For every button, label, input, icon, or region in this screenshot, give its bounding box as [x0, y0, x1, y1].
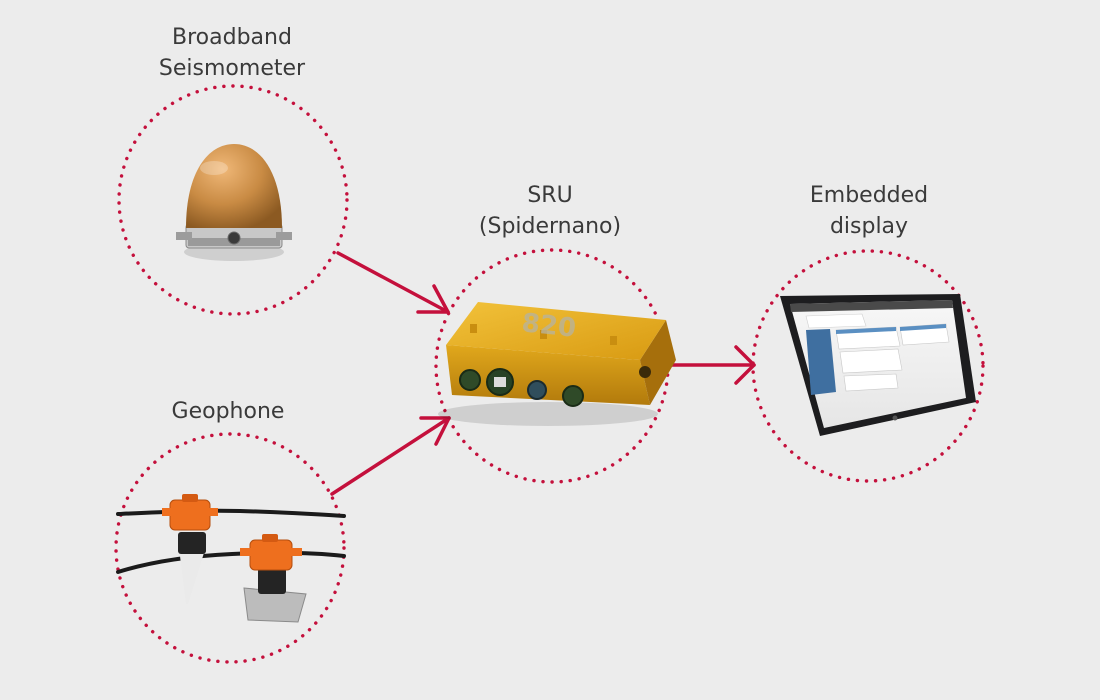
display-label-line-2: display [829, 214, 909, 239]
geophone-node-circle [114, 432, 346, 664]
sru-label-line-1: SRU [527, 183, 573, 208]
seismometer-node-circle [117, 84, 349, 316]
seismometer-label-line-1: Broadband [172, 25, 292, 50]
geophone-label: Geophone [128, 396, 328, 427]
spidernano-unit-icon: 820 [438, 302, 676, 426]
edge-seismometer-to-sru [336, 251, 450, 314]
sru-label-line-2: (Spidernano) [478, 214, 622, 239]
box-logo-text: 820 [520, 308, 577, 344]
display-node-circle [751, 249, 985, 483]
display-label-line-1: Embedded [809, 183, 929, 208]
seismometer-icon [176, 144, 292, 261]
geophone-icon [116, 494, 346, 623]
seismometer-label: Broadband Seismometer [120, 22, 344, 84]
sru-label: SRU (Spidernano) [440, 180, 660, 242]
tablet-icon [780, 294, 976, 436]
edge-sru-to-display [666, 345, 756, 385]
display-label: Embedded display [764, 180, 974, 242]
edge-geophone-to-sru [330, 416, 451, 496]
seismometer-label-line-2: Seismometer [158, 56, 306, 81]
geophone-label-line-1: Geophone [171, 399, 285, 424]
